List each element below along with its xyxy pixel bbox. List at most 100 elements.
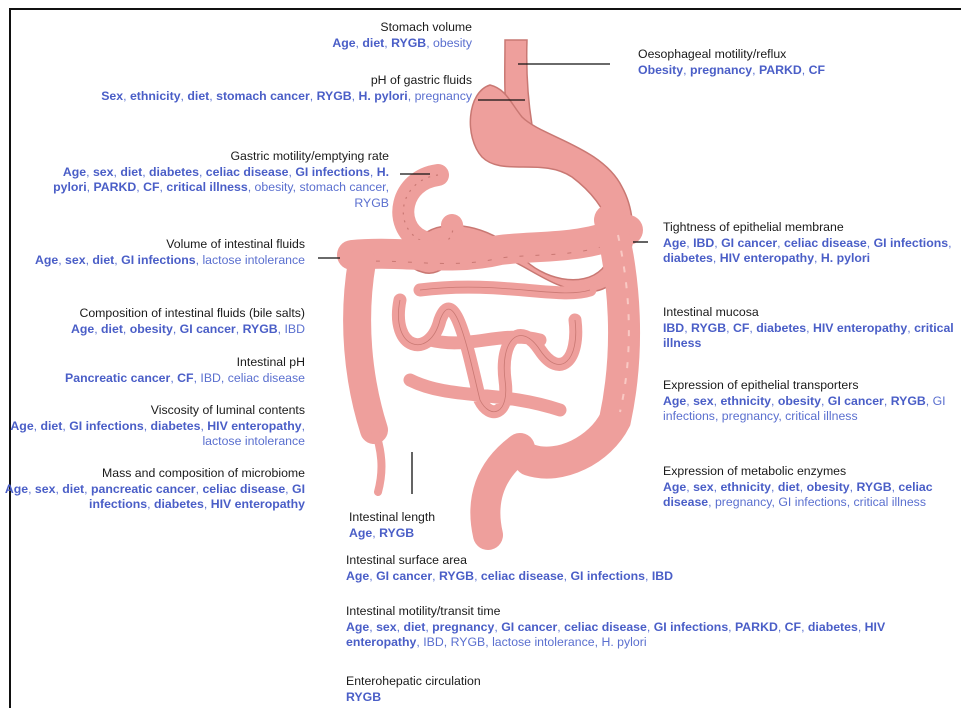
factor: critical illness bbox=[854, 495, 926, 509]
factor: HIV enteropathy bbox=[207, 419, 301, 433]
factor: IBD bbox=[652, 569, 673, 583]
factor: Age bbox=[5, 482, 28, 496]
factor: celiac disease bbox=[206, 165, 289, 179]
annotation-oesophageal: Oesophageal motility/refluxObesity, preg… bbox=[638, 47, 948, 78]
annotation-title: Volume of intestinal fluids bbox=[5, 237, 305, 253]
annotation-title: pH of gastric fluids bbox=[52, 73, 472, 89]
factor: celiac disease bbox=[202, 482, 285, 496]
factor-list: Age, IBD, GI cancer, celiac disease, GI … bbox=[663, 236, 953, 267]
factor: PARKD bbox=[93, 180, 136, 194]
factor: pregnancy bbox=[722, 409, 779, 423]
factor: obesity bbox=[778, 394, 821, 408]
factor: H. pylori bbox=[359, 89, 408, 103]
annotation-title: Composition of intestinal fluids (bile s… bbox=[0, 306, 305, 322]
ascending-colon bbox=[357, 262, 374, 430]
factor: IBD bbox=[423, 635, 444, 649]
factor: GI infections bbox=[778, 495, 846, 509]
annotation-title: Intestinal pH bbox=[0, 355, 305, 371]
annotation-title: Gastric motility/emptying rate bbox=[39, 149, 389, 165]
factor-list: Age, sex, diet, pancreatic cancer, celia… bbox=[0, 482, 305, 513]
factor: RYGB bbox=[354, 196, 389, 210]
factor: diabetes bbox=[154, 497, 204, 511]
annotation-title: Intestinal length bbox=[349, 510, 499, 526]
factor: pregnancy bbox=[715, 495, 772, 509]
factor: IBD bbox=[285, 322, 306, 336]
factor: stomach cancer bbox=[299, 180, 385, 194]
annotation-composition-fluids: Composition of intestinal fluids (bile s… bbox=[0, 306, 305, 337]
factor: Sex bbox=[101, 89, 123, 103]
annotation-title: Oesophageal motility/reflux bbox=[638, 47, 948, 63]
factor: H. pylori bbox=[601, 635, 646, 649]
factor-list: Age, diet, GI infections, diabetes, HIV … bbox=[0, 419, 305, 450]
factor-list: Age, RYGB bbox=[349, 526, 499, 542]
factor: RYGB bbox=[691, 321, 726, 335]
annotation-microbiome: Mass and composition of microbiomeAge, s… bbox=[0, 466, 305, 513]
factor: obesity bbox=[130, 322, 173, 336]
factor: diet bbox=[62, 482, 84, 496]
factor: RYGB bbox=[451, 635, 486, 649]
factor: Age bbox=[663, 236, 686, 250]
factor: celiac disease bbox=[564, 620, 647, 634]
factor: RYGB bbox=[891, 394, 926, 408]
factor: diabetes bbox=[663, 251, 713, 265]
factor: HIV enteropathy bbox=[813, 321, 907, 335]
factor: CF bbox=[733, 321, 749, 335]
factor-list: Age, sex, diet, GI infections, lactose i… bbox=[5, 253, 305, 269]
factor: IBD bbox=[200, 371, 221, 385]
factor-list: Age, sex, ethnicity, obesity, GI cancer,… bbox=[663, 394, 953, 425]
factor: lactose intolerance bbox=[202, 253, 305, 267]
factor: pregnancy bbox=[690, 63, 752, 77]
factor: diabetes bbox=[151, 419, 201, 433]
annotation-gastric-motility: Gastric motility/emptying rateAge, sex, … bbox=[39, 149, 389, 211]
factor: diet bbox=[362, 36, 384, 50]
factor: obesity bbox=[255, 180, 293, 194]
factor: ethnicity bbox=[720, 394, 771, 408]
appendix bbox=[374, 428, 381, 492]
annotation-title: Viscosity of luminal contents bbox=[0, 403, 305, 419]
factor-list: Obesity, pregnancy, PARKD, CF bbox=[638, 63, 948, 79]
factor: GI cancer bbox=[721, 236, 777, 250]
annotation-title: Intestinal surface area bbox=[346, 553, 946, 569]
factor: RYGB bbox=[243, 322, 278, 336]
small-intestine bbox=[398, 287, 590, 412]
factor: ethnicity bbox=[130, 89, 181, 103]
factor: RYGB bbox=[346, 690, 381, 704]
factor-list: Age, sex, diet, pregnancy, GI cancer, ce… bbox=[346, 620, 906, 651]
factor: IBD bbox=[693, 236, 714, 250]
factor: diet bbox=[187, 89, 209, 103]
factor: Age bbox=[349, 526, 372, 540]
factor: GI infections bbox=[654, 620, 728, 634]
factor: GI cancer bbox=[828, 394, 884, 408]
duodenum bbox=[403, 175, 452, 244]
factor: GI infections bbox=[874, 236, 948, 250]
factor: Age bbox=[346, 620, 369, 634]
factor-list: Age, diet, obesity, GI cancer, RYGB, IBD bbox=[0, 322, 305, 338]
factor: ethnicity bbox=[720, 480, 771, 494]
factor: CF bbox=[143, 180, 159, 194]
factor: RYGB bbox=[439, 569, 474, 583]
factor: PARKD bbox=[759, 63, 802, 77]
factor-list: Age, sex, diet, diabetes, celiac disease… bbox=[39, 165, 389, 212]
factor: stomach cancer bbox=[216, 89, 310, 103]
factor: lactose intolerance bbox=[202, 434, 305, 448]
factor: GI infections bbox=[121, 253, 195, 267]
factor: Age bbox=[35, 253, 58, 267]
factor: HIV enteropathy bbox=[211, 497, 305, 511]
factor: critical illness bbox=[166, 180, 247, 194]
annotation-intestinal-ph: Intestinal pHPancreatic cancer, CF, IBD,… bbox=[0, 355, 305, 386]
factor: H. pylori bbox=[821, 251, 870, 265]
factor: IBD bbox=[663, 321, 684, 335]
factor: obesity bbox=[433, 36, 472, 50]
factor: Pancreatic cancer bbox=[65, 371, 170, 385]
factor: diabetes bbox=[756, 321, 806, 335]
factor: CF bbox=[785, 620, 801, 634]
factor-list: Sex, ethnicity, diet, stomach cancer, RY… bbox=[52, 89, 472, 105]
factor: sex bbox=[376, 620, 397, 634]
factor: GI cancer bbox=[180, 322, 236, 336]
factor-list: Age, diet, RYGB, obesity bbox=[212, 36, 472, 52]
